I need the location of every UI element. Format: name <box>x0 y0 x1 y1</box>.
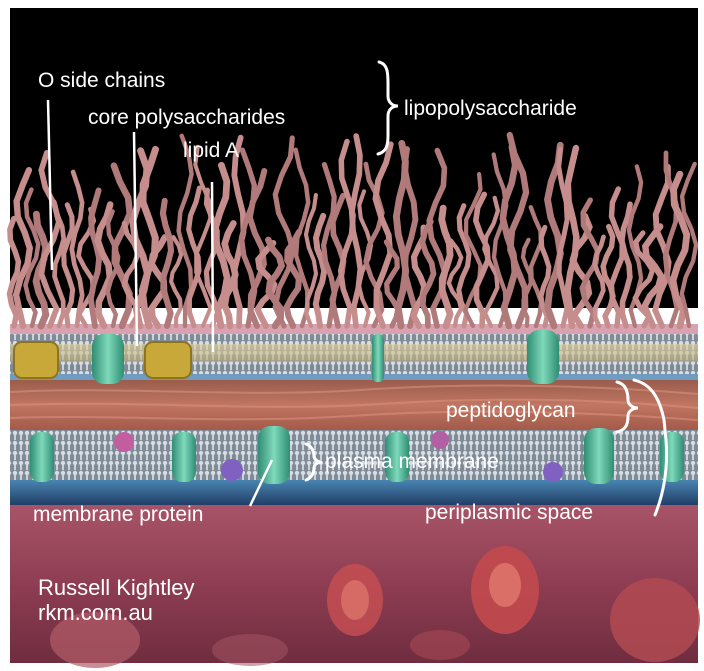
core-polysaccharides-label: core polysaccharides <box>88 107 285 128</box>
membrane-molecule <box>221 459 243 481</box>
membrane-protein <box>660 432 684 482</box>
credit-block: Russell Kightley rkm.com.au <box>38 576 195 625</box>
membrane-protein <box>258 426 290 484</box>
lipopolysaccharide-label: lipopolysaccharide <box>404 98 577 119</box>
membrane-protein <box>172 432 196 482</box>
membrane-protein <box>527 330 559 384</box>
porin-protein <box>14 342 58 378</box>
peptidoglycan-label: peptidoglycan <box>446 400 576 421</box>
credit-website: rkm.com.au <box>38 601 195 626</box>
porin-protein <box>145 342 191 378</box>
periplasmic-space-label: periplasmic space <box>425 502 593 523</box>
credit-author: Russell Kightley <box>38 576 195 601</box>
membrane-molecule <box>543 462 563 482</box>
lipid-a-label: lipid A <box>183 140 239 161</box>
o-side-chains-label: O side chains <box>38 70 165 91</box>
membrane-molecule <box>114 432 134 452</box>
plasma-membrane-label: plasma membrane <box>325 451 499 472</box>
membrane-protein <box>372 334 384 382</box>
membrane-protein <box>30 432 54 482</box>
lipid-a-pointer <box>212 182 213 352</box>
membrane-molecule <box>431 431 449 449</box>
membrane-protein-label: membrane protein <box>33 504 203 525</box>
membrane-protein <box>92 334 124 384</box>
membrane-protein <box>584 428 614 484</box>
